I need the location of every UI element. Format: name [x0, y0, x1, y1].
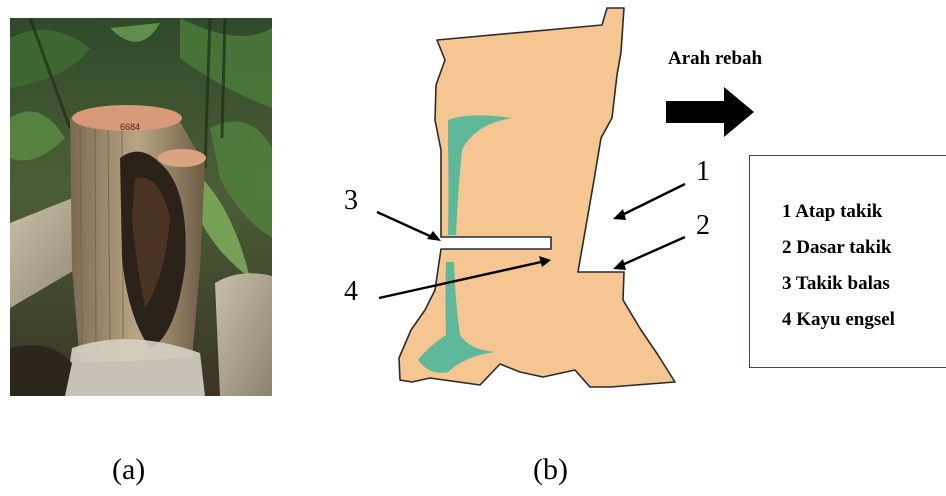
callout-3-arrow-line [377, 212, 432, 237]
tree-stump-photo: 6684 [10, 18, 272, 396]
callout-2-arrow-line [622, 237, 685, 265]
callout-1-arrowhead [613, 209, 626, 220]
felling-direction-label: Arah rebah [668, 48, 762, 70]
legend-item-takik-balas: 3 Takik balas [782, 272, 895, 308]
stump-marking: 6684 [120, 122, 140, 132]
stump-cross-section [399, 8, 675, 387]
legend-list: 1 Atap takik 2 Dasar takik 3 Takik balas… [782, 200, 895, 344]
legend-item-dasar-takik: 2 Dasar takik [782, 236, 895, 272]
callout-number-2: 2 [696, 210, 710, 242]
caption-a: (a) [112, 453, 145, 487]
legend-item-kayu-engsel: 4 Kayu engsel [782, 308, 895, 344]
felling-direction-arrow-icon [666, 87, 756, 137]
callout-2-arrowhead [613, 259, 626, 270]
callout-number-3: 3 [344, 185, 358, 217]
callout-number-1: 1 [696, 156, 710, 188]
callout-number-4: 4 [344, 276, 358, 308]
caption-b: (b) [533, 453, 568, 487]
legend-item-atap-takik: 1 Atap takik [782, 200, 895, 236]
callout-1-arrow-line [622, 184, 685, 215]
legend-box: 1 Atap takik 2 Dasar takik 3 Takik balas… [749, 155, 946, 368]
